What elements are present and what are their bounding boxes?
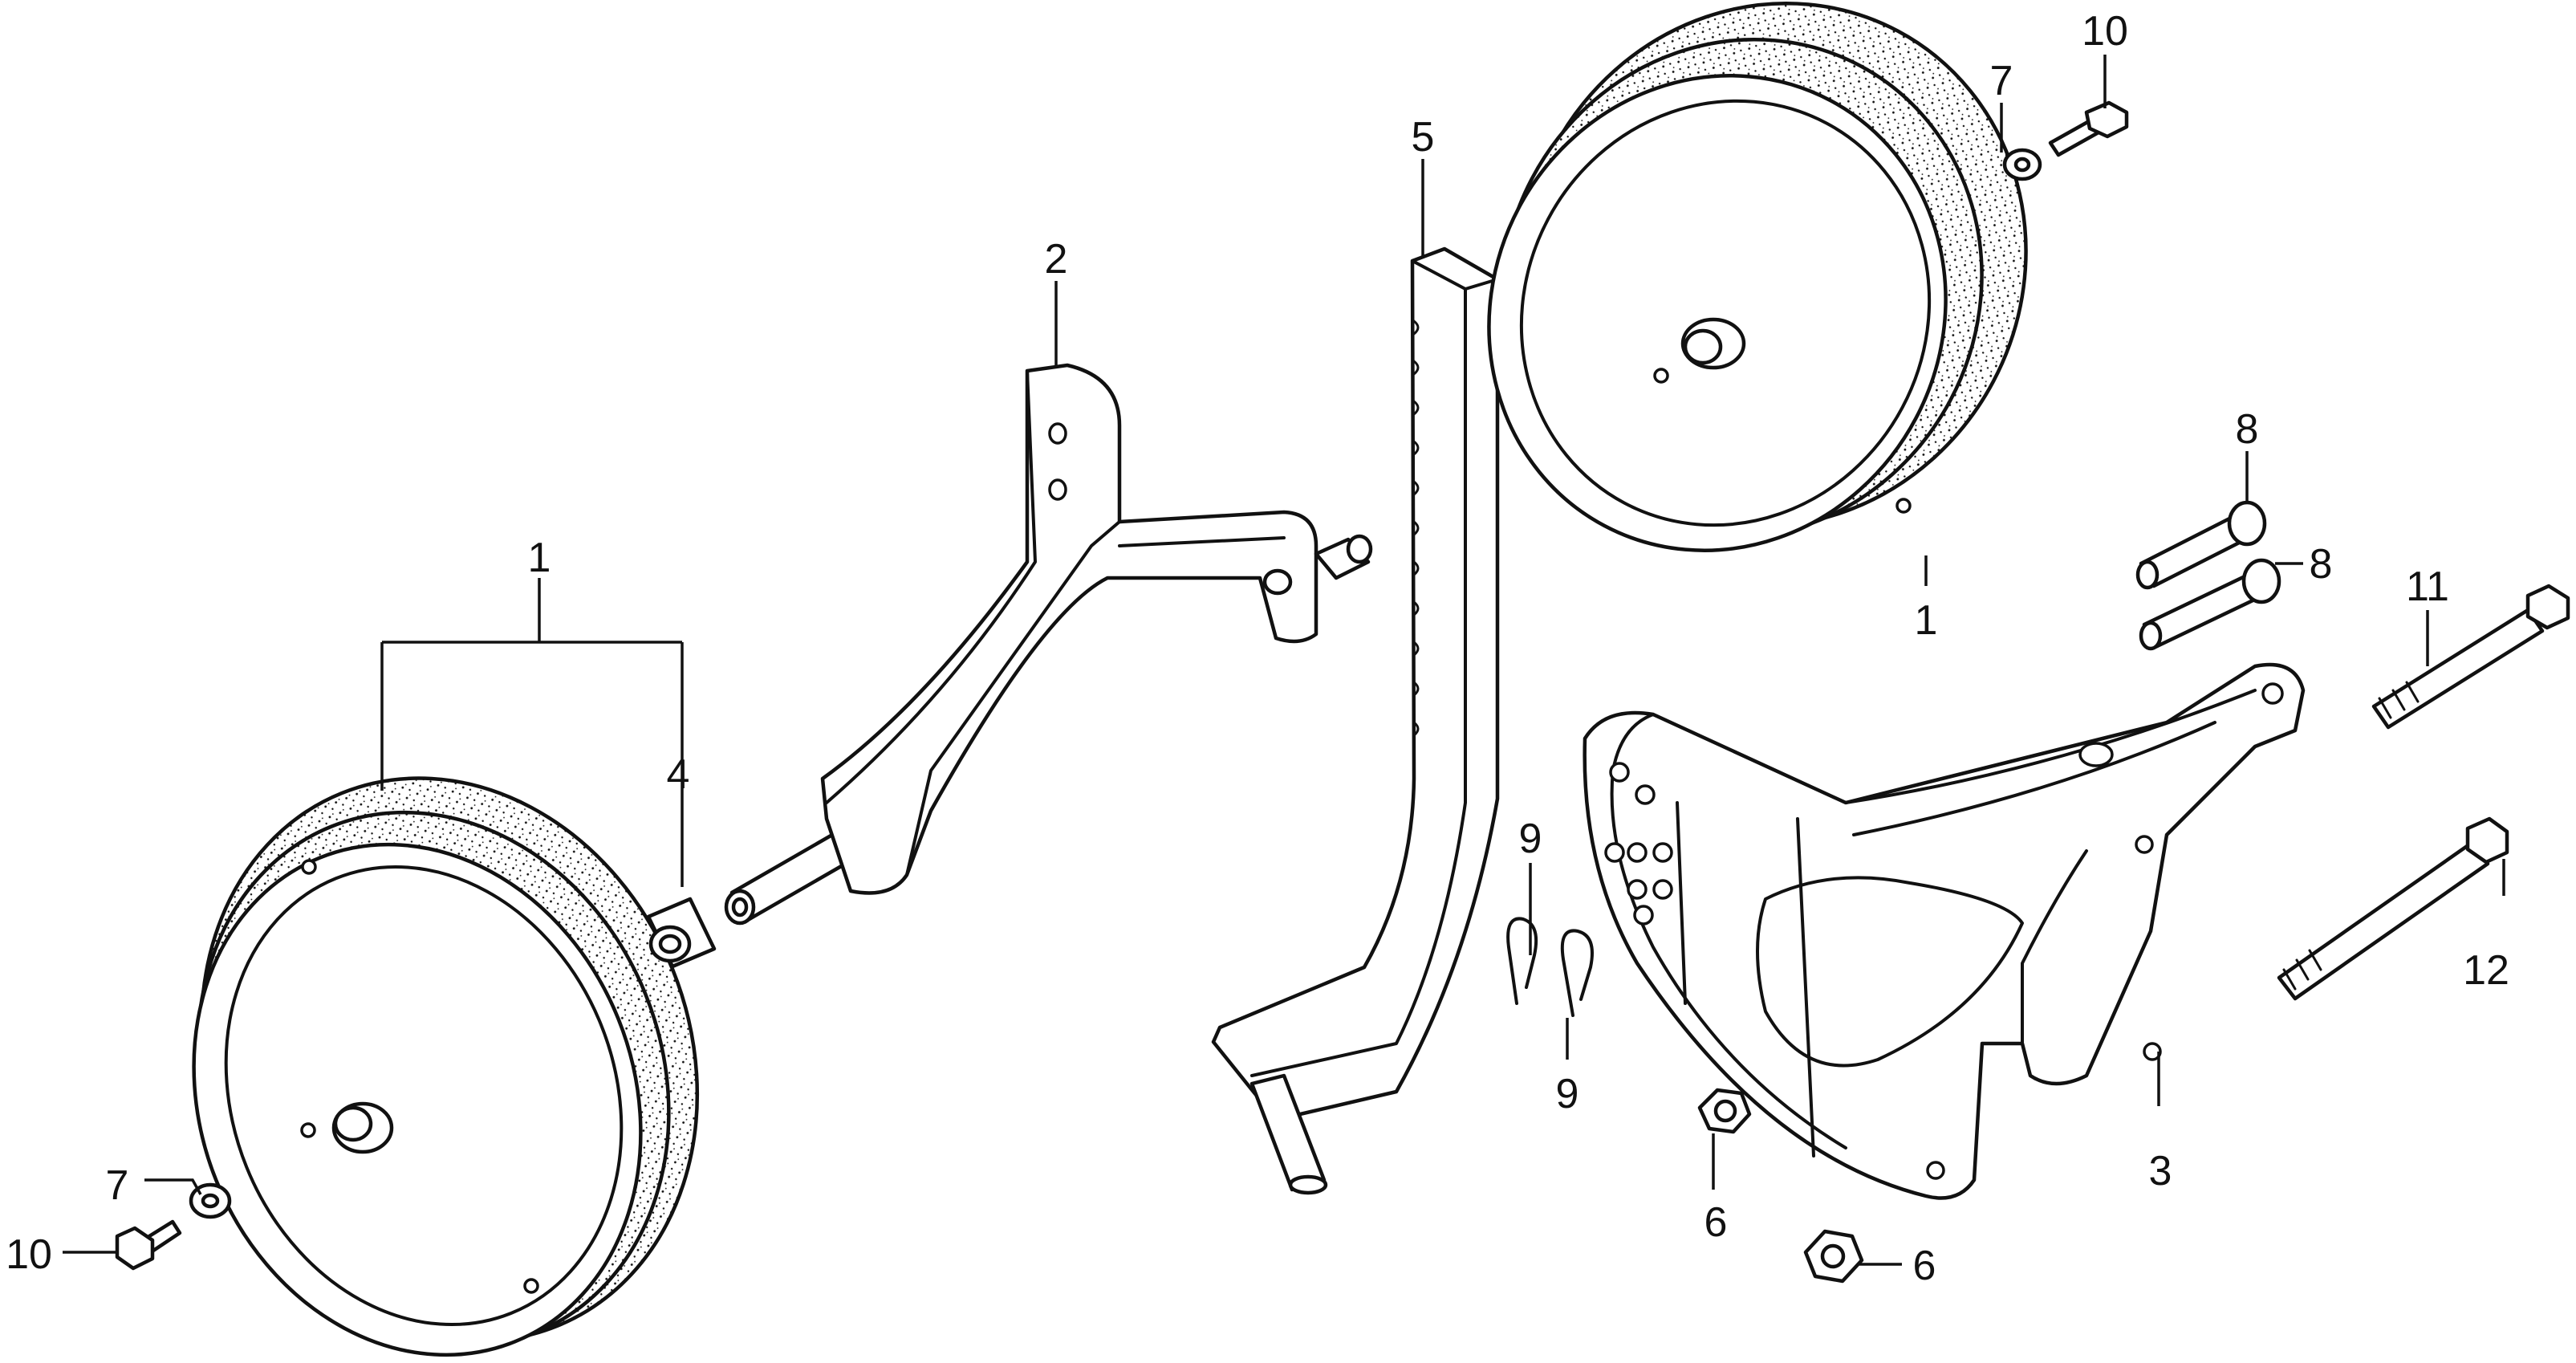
- callout-6-top: 6: [1704, 1199, 1728, 1246]
- callout-7-top: 7: [1990, 58, 2013, 104]
- callout-3: 3: [2149, 1148, 2172, 1194]
- callout-1-right: 1: [1915, 597, 1938, 644]
- wheel-left: [192, 776, 700, 1357]
- callout-12: 12: [2463, 947, 2509, 994]
- spacer-collar: [646, 897, 717, 969]
- wheel-arm: [820, 363, 1373, 895]
- callout-9-bottom: 9: [1556, 1071, 1579, 1117]
- axle-pin: [724, 829, 856, 926]
- callout-10-top: 10: [2082, 8, 2128, 55]
- clevis-pin-lower: [2139, 558, 2281, 651]
- callout-11: 11: [2406, 564, 2449, 610]
- hairpin-clip-upper: [1506, 917, 1538, 1005]
- callout-8-top: 8: [2236, 406, 2259, 453]
- callout-4: 4: [667, 751, 690, 798]
- bolt-bottom: [115, 1219, 182, 1271]
- clevis-pin-upper: [2135, 500, 2267, 590]
- mounting-bracket: [1583, 662, 2306, 1200]
- depth-bar: [1211, 246, 1500, 1195]
- flange-nut-upper: [1697, 1088, 1752, 1134]
- washer-top: [2002, 148, 2042, 181]
- callout-1-left: 1: [528, 535, 551, 581]
- callout-7-bottom: 7: [106, 1162, 129, 1209]
- bolt-top: [2048, 100, 2129, 157]
- wheel-right: [1487, 2, 2028, 552]
- callout-2: 2: [1045, 236, 1068, 283]
- hairpin-clip-lower: [1560, 929, 1594, 1017]
- callout-10-bottom: 10: [6, 1231, 52, 1278]
- leader-lines: [63, 55, 2505, 1266]
- callout-6-bottom: 6: [1913, 1243, 1936, 1289]
- callout-8-bottom: 8: [2310, 541, 2333, 588]
- callout-labels: 1 4 2 5 7 10 1 8 8 11 12 9 9 3 6 6 7 10: [6, 8, 2509, 1289]
- callout-5: 5: [1412, 114, 1435, 161]
- long-bolt-12: [2277, 816, 2509, 1001]
- flange-nut-lower: [1803, 1229, 1864, 1284]
- callout-9-top: 9: [1519, 816, 1542, 862]
- long-bolt-11: [2371, 584, 2570, 730]
